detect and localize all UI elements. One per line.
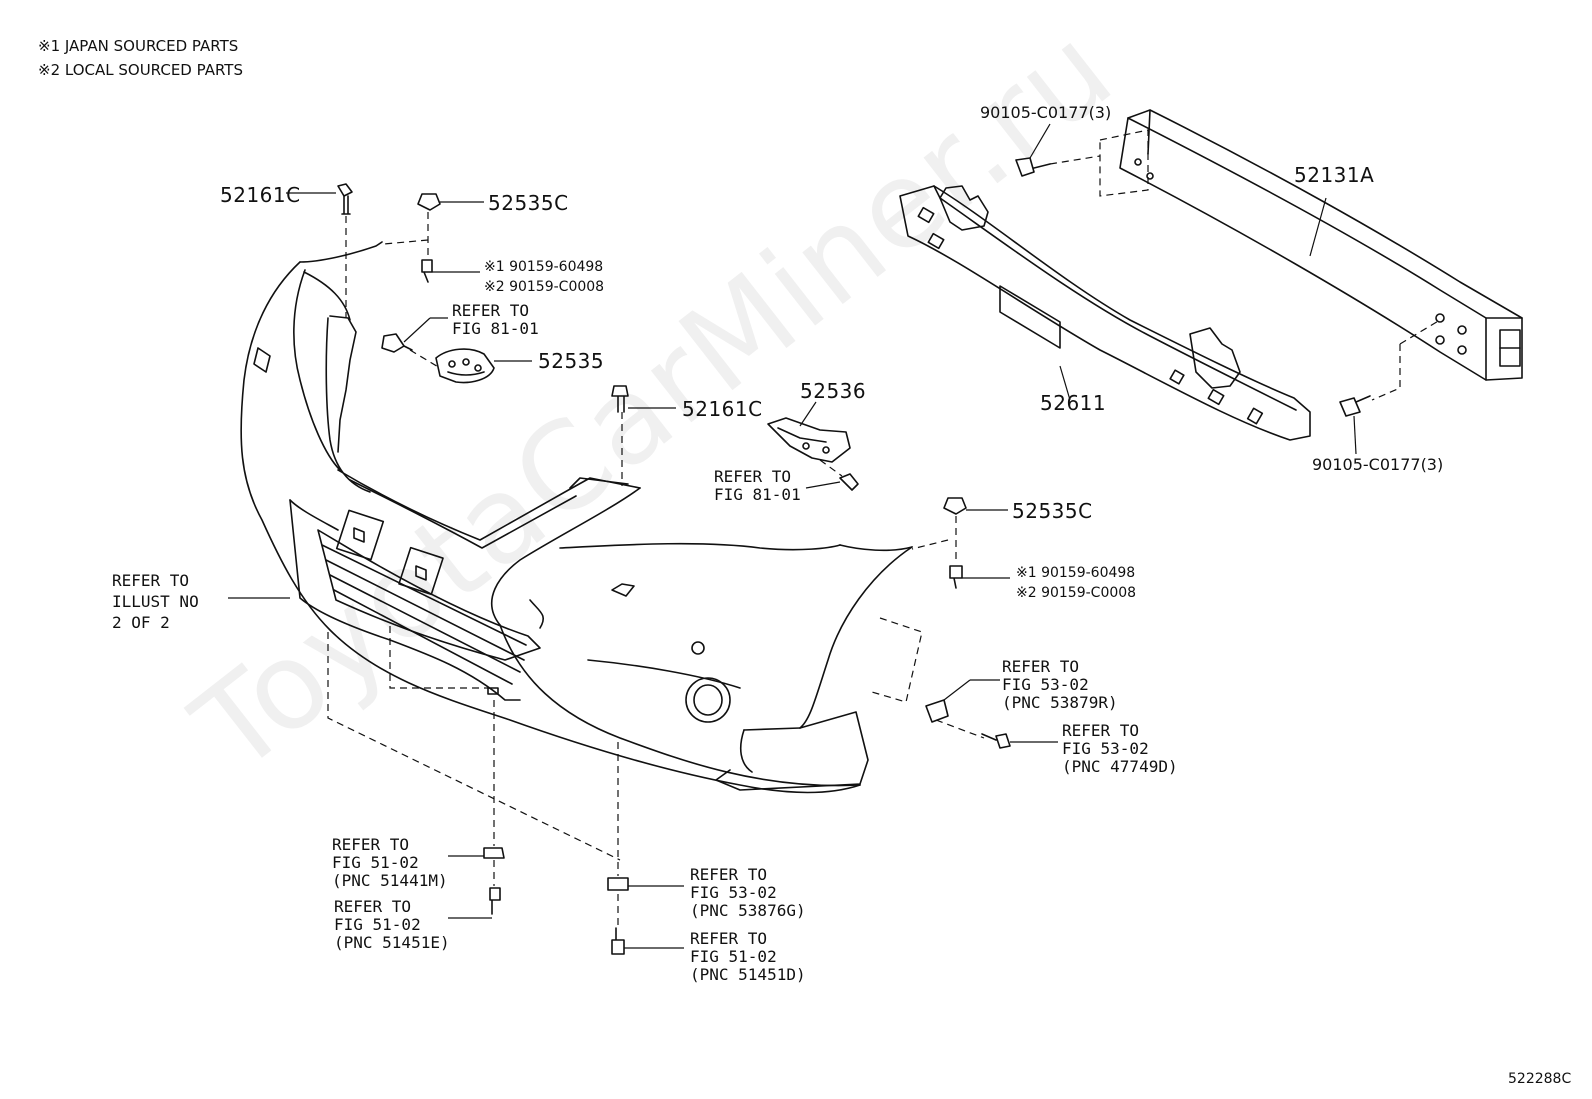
note-japan-sourced: ※1 JAPAN SOURCED PARTS	[38, 37, 239, 55]
label-90159-60498-right[interactable]: ※1 90159-60498	[1016, 565, 1136, 581]
absorber-52611-drawing	[899, 185, 1311, 441]
label-90159-60498-upper[interactable]: ※1 90159-60498	[484, 259, 604, 275]
bracket-52535-drawing	[435, 348, 495, 384]
label-52611[interactable]: 52611	[1040, 391, 1107, 415]
label-52161c-upper[interactable]: 52161C	[220, 183, 301, 207]
label-90159-c0008-right[interactable]: ※2 90159-C0008	[1016, 585, 1137, 601]
refer-pnc-51451e[interactable]: REFER TO FIG 51-02 (PNC 51451E)	[334, 897, 450, 952]
refer-fig-81-01-left[interactable]: REFER TO FIG 81-01	[452, 301, 539, 338]
label-90105-c0177-bottom[interactable]: 90105-C0177(3)	[1312, 455, 1444, 474]
refer-illust-2-of-2[interactable]: REFER TO ILLUST NO 2 OF 2	[112, 571, 199, 632]
label-52535[interactable]: 52535	[538, 349, 605, 373]
label-52535c-right[interactable]: 52535C	[1012, 499, 1093, 523]
bumper-cover-drawing	[240, 241, 913, 794]
label-52535c-upper[interactable]: 52535C	[488, 191, 569, 215]
refer-pnc-51451d[interactable]: REFER TO FIG 51-02 (PNC 51451D)	[690, 929, 806, 984]
refer-fig-81-01-right[interactable]: REFER TO FIG 81-01	[714, 467, 801, 504]
fasteners-drawing	[337, 157, 1371, 955]
refer-pnc-53879r[interactable]: REFER TO FIG 53-02 (PNC 53879R)	[1002, 657, 1118, 712]
leader-lines	[228, 123, 1357, 949]
illustration-code: 522288C	[1508, 1071, 1572, 1087]
refer-pnc-53876g[interactable]: REFER TO FIG 53-02 (PNC 53876G)	[690, 865, 806, 920]
label-52161c-middle[interactable]: 52161C	[682, 397, 763, 421]
bracket-52536-drawing	[767, 417, 851, 463]
note-local-sourced: ※2 LOCAL SOURCED PARTS	[38, 61, 243, 79]
refer-pnc-51441m[interactable]: REFER TO FIG 51-02 (PNC 51441M)	[332, 835, 448, 890]
assembly-dashed-lines	[327, 129, 1441, 928]
label-90159-c0008-upper[interactable]: ※2 90159-C0008	[484, 279, 605, 295]
label-90105-c0177-top[interactable]: 90105-C0177(3)	[980, 103, 1112, 122]
label-52131a[interactable]: 52131A	[1294, 163, 1375, 187]
reinforcement-52131a-drawing	[1119, 109, 1523, 381]
label-52536[interactable]: 52536	[800, 379, 867, 403]
refer-pnc-47749d[interactable]: REFER TO FIG 53-02 (PNC 47749D)	[1062, 721, 1178, 776]
